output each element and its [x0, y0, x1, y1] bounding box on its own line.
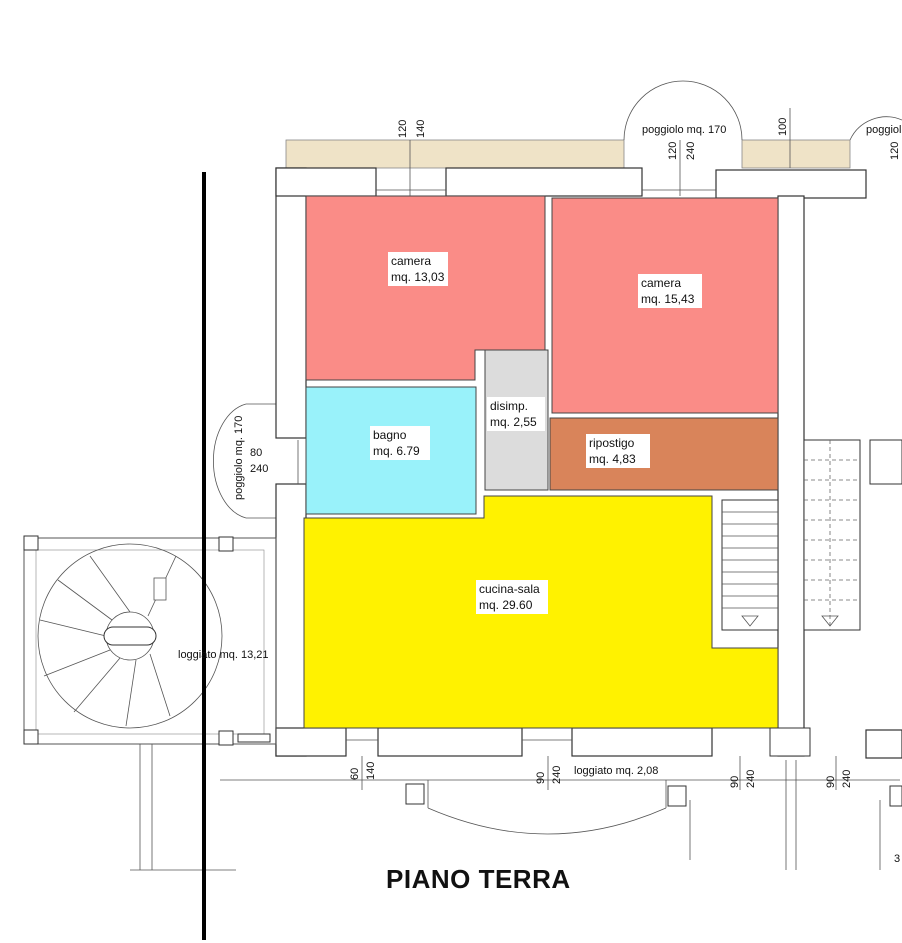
wall-top-a: [275, 167, 377, 197]
wall-top-b: [445, 167, 643, 197]
dim-label: 80: [250, 447, 262, 459]
svg-text:mq. 2,55: mq. 2,55: [490, 415, 537, 429]
right-small-room: [869, 439, 902, 485]
column-1: [405, 783, 425, 805]
room-label-camera-1: camera mq. 13,03: [388, 252, 448, 286]
wall-bottom-a: [275, 727, 347, 757]
staircase-2: [803, 439, 861, 631]
wall-top-c: [715, 169, 867, 199]
wall-bottom-c: [571, 727, 713, 757]
top-balcony-railing-2: [741, 139, 851, 169]
dim-label: 90: [535, 772, 547, 784]
wall-right: [777, 195, 805, 757]
room-camera-1: [305, 195, 546, 381]
dim-label: 240: [685, 142, 697, 160]
dim-label: 140: [365, 762, 377, 780]
top-balcony-arc: [623, 80, 743, 141]
svg-text:mq. 4,83: mq. 4,83: [589, 452, 636, 466]
label-loggiato-left: loggiato mq. 13,21: [178, 649, 269, 661]
label-poggiolo-left: poggiolo mq. 170: [233, 416, 245, 500]
room-ripostiglio: [549, 417, 779, 491]
svg-text:mq. 29.60: mq. 29.60: [479, 598, 533, 612]
left-loggia: [23, 535, 277, 871]
svg-text:mq. 15,43: mq. 15,43: [641, 292, 695, 306]
svg-text:mq. 13,03: mq. 13,03: [391, 270, 445, 284]
label-poggiolo-top-1: poggiolo mq. 170: [642, 124, 726, 136]
dim-label: 100: [777, 118, 789, 136]
room-label-cucina-sala: cucina-sala mq. 29.60: [476, 580, 548, 614]
dim-label: 240: [745, 770, 757, 788]
dim-label: 90: [729, 776, 741, 788]
room-label-disimpegno: disimp. mq. 2,55: [487, 397, 545, 431]
top-balcony-railing: [285, 139, 625, 169]
wall-left-upper: [275, 167, 307, 439]
pillar-bottom: [769, 727, 811, 757]
wall-bottom-b: [377, 727, 523, 757]
column-3: [889, 785, 902, 807]
dim-label: 140: [415, 120, 427, 138]
svg-text:bagno: bagno: [373, 428, 407, 442]
dim-label: 3: [894, 853, 900, 865]
dim-label: 120: [889, 142, 901, 160]
svg-text:camera: camera: [641, 276, 681, 290]
label-poggiolo-top-2: poggiolo: [866, 124, 902, 136]
room-label-bagno: bagno mq. 6.79: [370, 426, 430, 460]
dim-label: 240: [250, 463, 268, 475]
plan-title: PIANO TERRA: [386, 864, 571, 894]
room-label-camera-2: camera mq. 15,43: [638, 274, 702, 308]
dim-label: 120: [397, 120, 409, 138]
dim-label: 240: [551, 766, 563, 784]
wall-left-lower: [275, 483, 307, 757]
room-label-ripostiglio: ripostigo mq. 4,83: [586, 434, 650, 468]
bottom-loggia: [220, 760, 900, 870]
svg-text:camera: camera: [391, 254, 431, 268]
staircase-1: [721, 499, 779, 631]
svg-text:disimp.: disimp.: [490, 399, 528, 413]
left-balcony-arc: [212, 403, 247, 519]
dim-label: 90: [825, 776, 837, 788]
wall-bottom-d: [865, 729, 902, 759]
dim-label: 240: [841, 770, 853, 788]
top-balcony-arc-2: [849, 116, 902, 141]
svg-text:ripostigo: ripostigo: [589, 436, 635, 450]
svg-text:cucina-sala: cucina-sala: [479, 582, 540, 596]
svg-text:mq. 6.79: mq. 6.79: [373, 444, 420, 458]
label-loggiato-bottom: loggiato mq. 2,08: [574, 765, 658, 777]
dim-label: 60: [349, 768, 361, 780]
dim-label: 120: [667, 142, 679, 160]
column-2: [667, 785, 687, 807]
